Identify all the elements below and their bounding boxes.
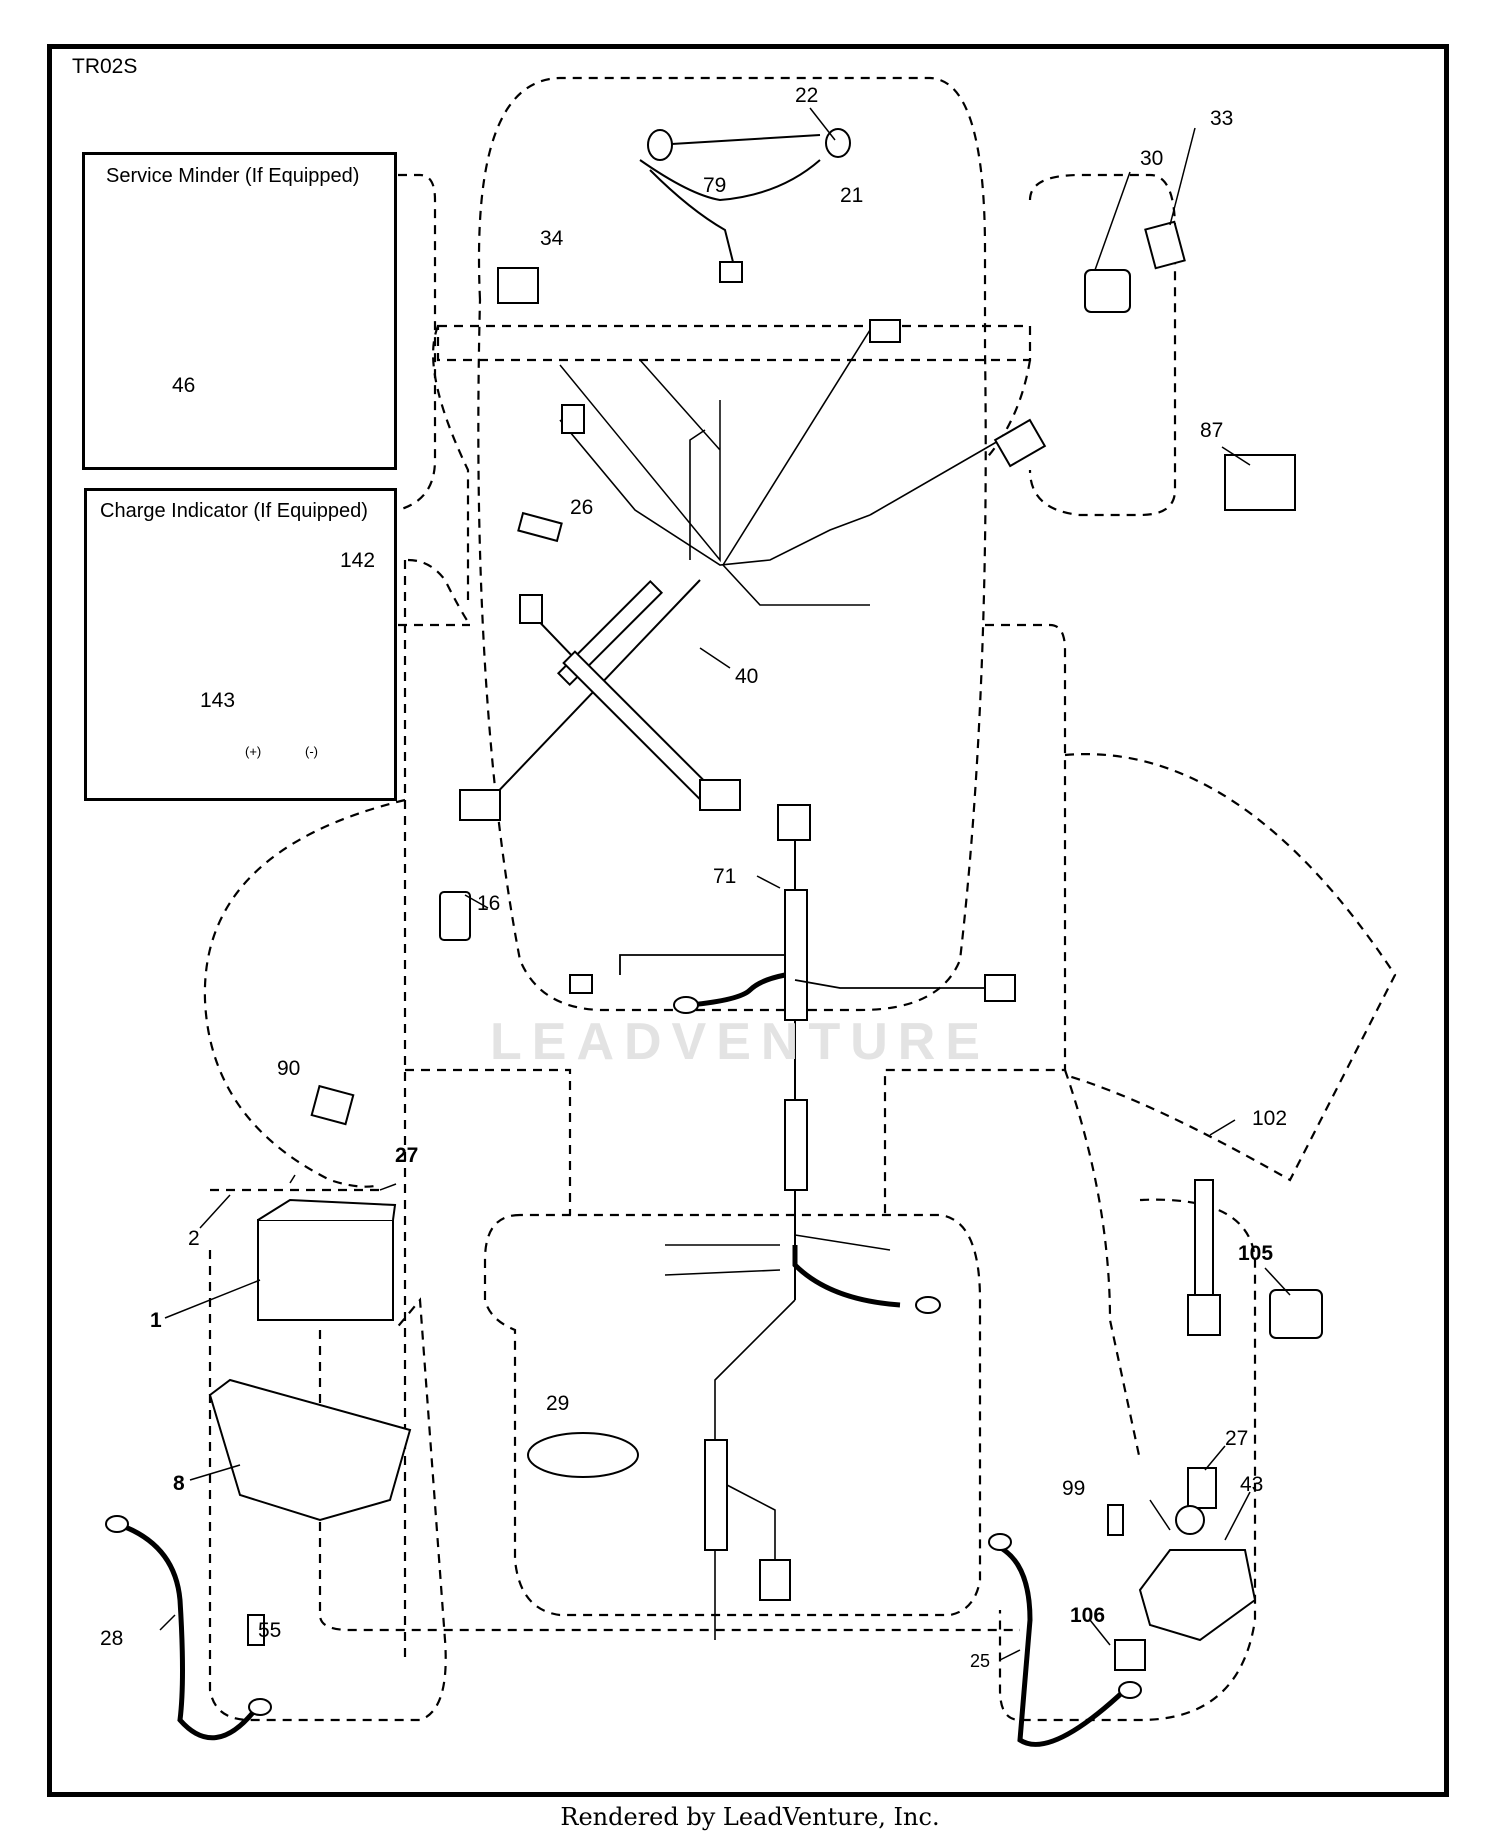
callout-71: 71 <box>713 865 737 888</box>
harness-71 <box>569 804 1016 1640</box>
callout-90: 90 <box>277 1057 301 1080</box>
callout-143: 143 <box>200 689 236 712</box>
minus-terminal-label: (-) <box>305 744 318 759</box>
callout-8: 8 <box>173 1472 185 1495</box>
callout-16: 16 <box>477 892 501 915</box>
callout-27a: 27 <box>395 1144 419 1167</box>
leader-lines <box>159 107 1291 1661</box>
callout-30: 30 <box>1140 147 1164 170</box>
callout-142: 142 <box>340 549 376 572</box>
callout-2: 2 <box>188 1227 200 1250</box>
headlight-harness <box>639 128 851 283</box>
callout-79: 79 <box>703 174 727 197</box>
callout-26: 26 <box>570 496 594 519</box>
plus-terminal-label: (+) <box>245 744 262 759</box>
callout-105: 105 <box>1238 1242 1274 1265</box>
callout-25: 25 <box>970 1651 991 1671</box>
callout-33: 33 <box>1210 107 1234 130</box>
callout-29: 29 <box>546 1392 570 1415</box>
callout-43: 43 <box>1240 1473 1264 1496</box>
callout-21: 21 <box>840 184 864 207</box>
callout-55: 55 <box>258 1619 282 1642</box>
callout-87: 87 <box>1200 419 1224 442</box>
callout-46: 46 <box>172 374 196 397</box>
callout-22: 22 <box>795 84 819 107</box>
callout-34: 34 <box>540 227 564 250</box>
ground-cables <box>105 1515 1142 1747</box>
diagram-frame <box>47 44 1449 1797</box>
service-minder-title: Service Minder (If Equipped) <box>106 165 360 187</box>
footer-credit: Rendered by LeadVenture, Inc. <box>560 1803 940 1831</box>
charge-indicator-inset <box>84 488 397 801</box>
callout-28: 28 <box>100 1627 124 1650</box>
callout-106: 106 <box>1070 1604 1106 1627</box>
frame-id: TR02S <box>72 55 138 78</box>
main-harness-40 <box>459 319 1047 821</box>
callout-27b: 27 <box>1225 1427 1249 1450</box>
charge-indicator-title: Charge Indicator (If Equipped) <box>100 500 368 522</box>
service-minder-inset <box>82 152 397 470</box>
callout-1: 1 <box>150 1309 162 1332</box>
watermark: LEADVENTURE <box>490 1013 991 1071</box>
callout-102: 102 <box>1252 1107 1288 1130</box>
callout-99: 99 <box>1062 1477 1086 1500</box>
callout-40: 40 <box>735 665 759 688</box>
